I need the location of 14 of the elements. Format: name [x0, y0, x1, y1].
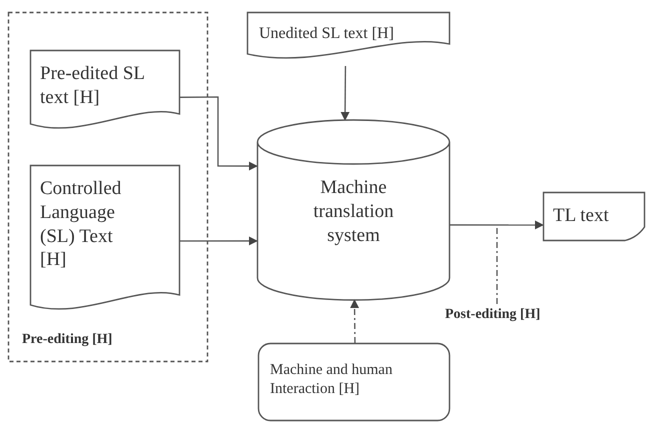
arrow	[350, 299, 360, 343]
node-label: Pre-edited SL text [H]	[40, 62, 146, 110]
group-label: Pre-editing [H]	[22, 330, 112, 348]
arrow	[450, 220, 544, 230]
leader-line	[496, 225, 498, 304]
arrow	[180, 236, 258, 246]
arrow	[180, 96, 258, 171]
node-label: Unedited SL text [H]	[259, 24, 395, 44]
node-label: Controlled Language (SL) Text [H]	[40, 177, 120, 272]
node-label: TL text	[553, 204, 610, 228]
node-label: Machine and human Interaction [H]	[270, 361, 394, 398]
node-label: Machine translation system	[312, 176, 395, 248]
arrow	[340, 66, 350, 121]
edge-annotation: Post-editing [H]	[445, 306, 542, 324]
